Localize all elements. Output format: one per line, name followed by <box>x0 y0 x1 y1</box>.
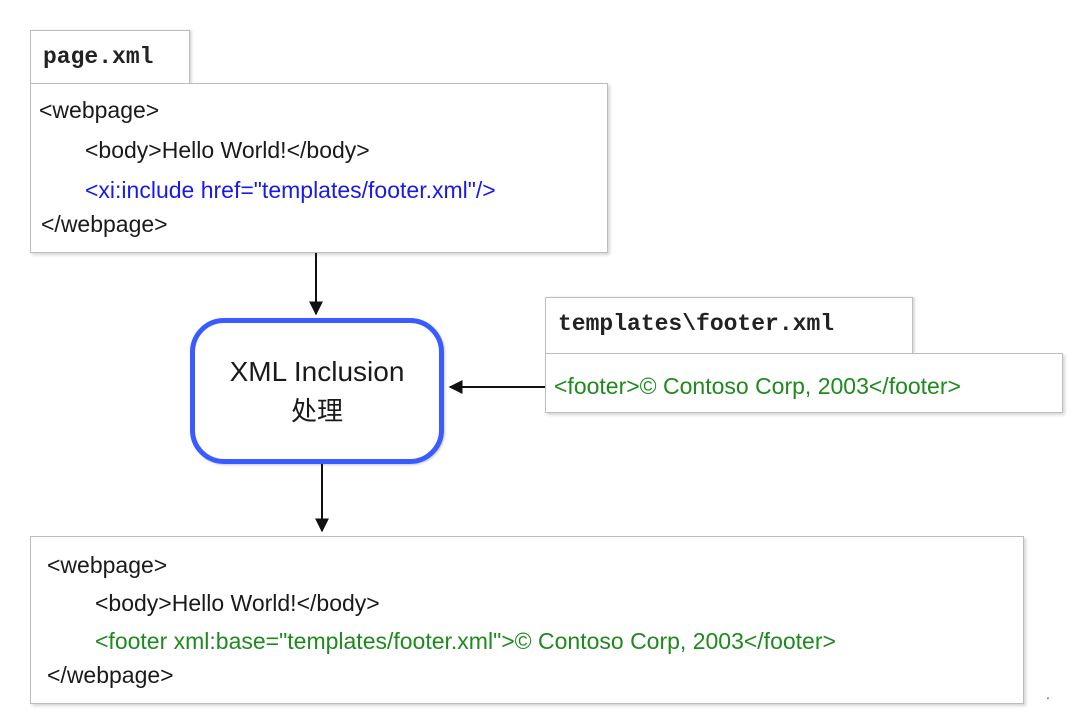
result-line-body: <body>Hello World!</body> <box>95 590 380 616</box>
result-line-footer: <footer xml:base="templates/footer.xml">… <box>95 628 836 654</box>
source-line-body: <body>Hello World!</body> <box>85 137 370 163</box>
source-line-xinclude: <xi:include href="templates/footer.xml"/… <box>85 177 496 203</box>
process-label: XML Inclusion <box>229 356 405 387</box>
template-file-title: templates\footer.xml <box>558 311 835 337</box>
result-line-webpage-close: </webpage> <box>47 662 174 688</box>
source-file-title: page.xml <box>43 44 154 70</box>
source-line-webpage-open: <webpage> <box>39 97 160 123</box>
source-file-tab: page.xml <box>30 30 190 84</box>
template-file-panel: <footer>© Contoso Corp, 2003</footer> <box>545 353 1063 413</box>
result-panel: <webpage> <body>Hello World!</body> <foo… <box>30 536 1024 704</box>
source-file-panel: <webpage> <body>Hello World!</body> <xi:… <box>30 83 608 253</box>
template-line-footer: <footer>© Contoso Corp, 2003</footer> <box>554 373 961 399</box>
template-file-tab: templates\footer.xml <box>545 297 913 353</box>
decorative-dot: . <box>1046 686 1050 702</box>
xml-inclusion-process: XML Inclusion 处理 <box>190 318 444 464</box>
result-line-webpage-open: <webpage> <box>47 552 168 578</box>
source-line-webpage-close: </webpage> <box>41 211 168 237</box>
process-sublabel: 处理 <box>290 396 343 426</box>
